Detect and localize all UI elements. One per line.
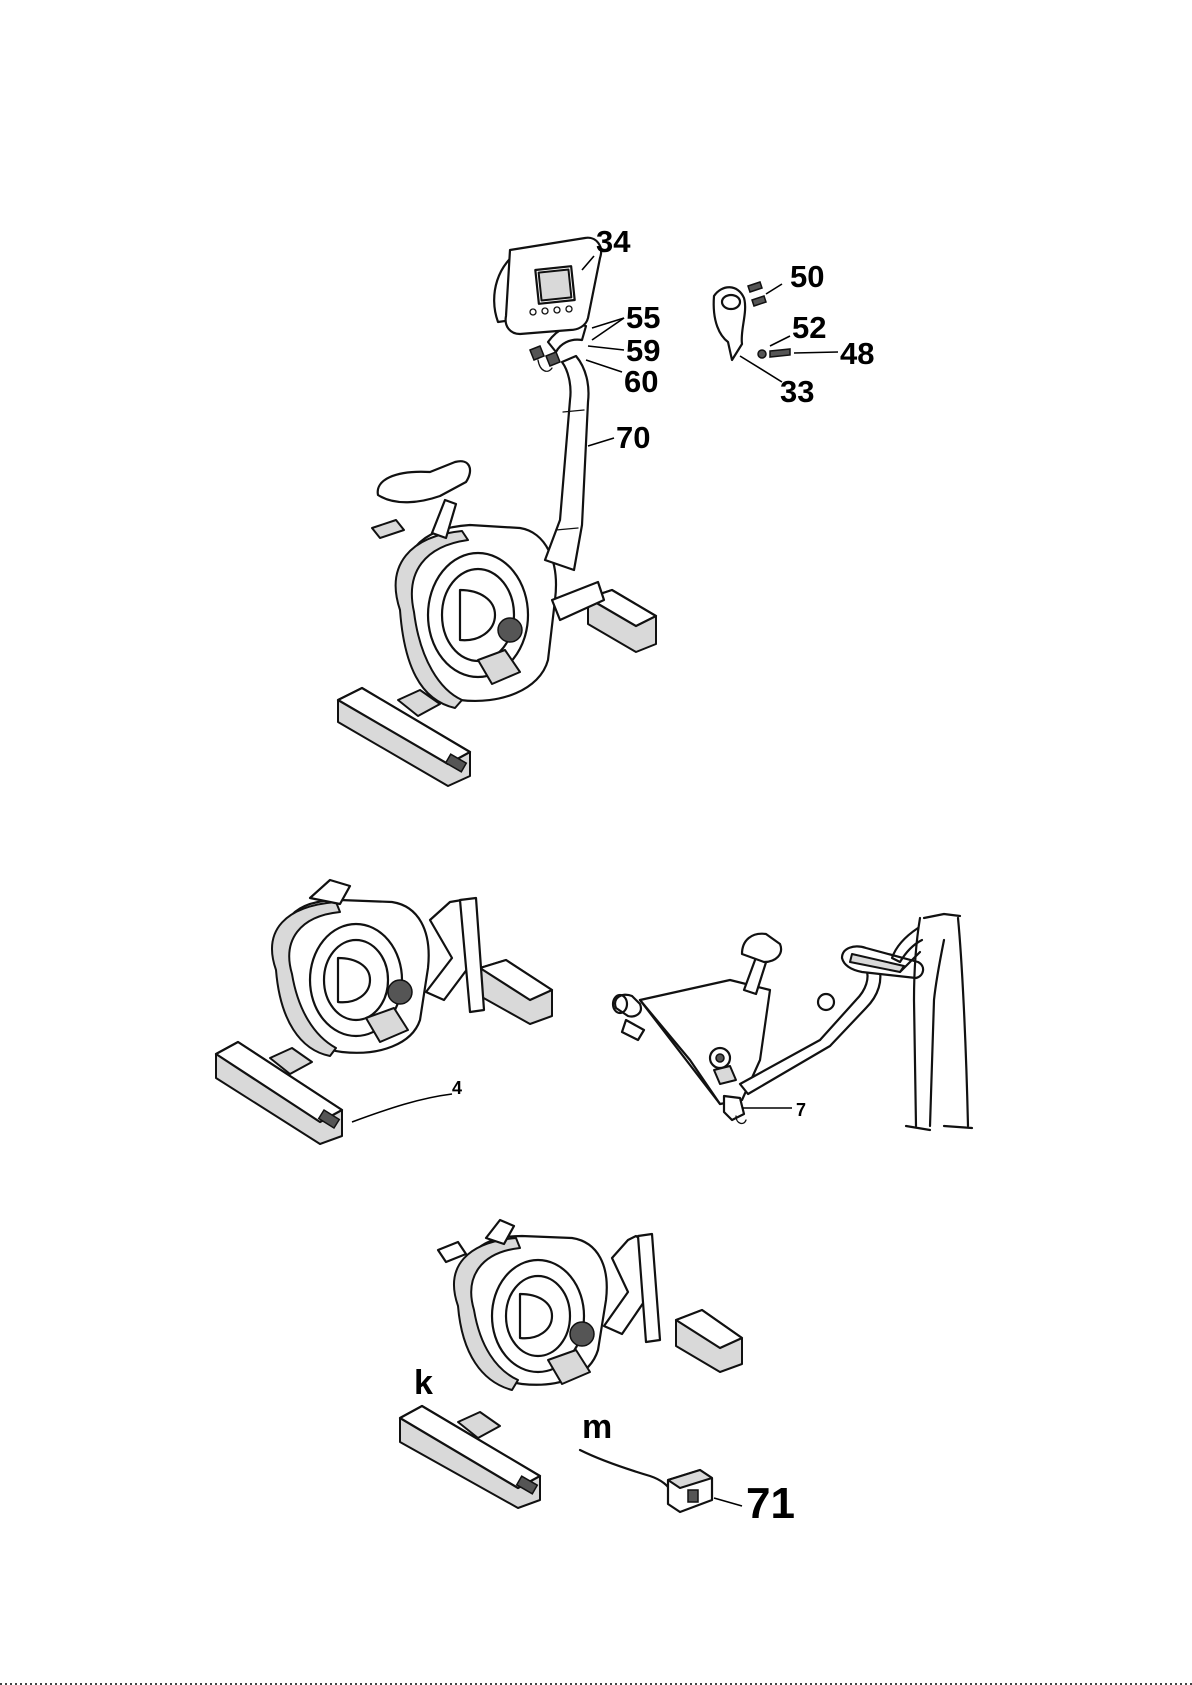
figure-1-bike: 34 55 59 60 50 52 48 33 70 <box>338 224 874 786</box>
label-71: 71 <box>746 1479 795 1528</box>
label-70: 70 <box>616 420 650 455</box>
label-4: 4 <box>452 1078 462 1098</box>
label-50: 50 <box>790 259 824 294</box>
label-48: 48 <box>840 336 874 371</box>
figure-2a-stabilizer: 4 <box>216 880 552 1144</box>
label-52: 52 <box>792 310 826 345</box>
figure-3-power: k m 71 <box>400 1220 795 1528</box>
label-33: 33 <box>780 374 814 409</box>
label-59: 59 <box>626 333 660 368</box>
label-55: 55 <box>626 300 660 335</box>
label-k: k <box>414 1364 433 1402</box>
label-7: 7 <box>796 1100 806 1120</box>
label-34: 34 <box>596 224 631 259</box>
figure-2b-transport: 7 <box>613 914 972 1130</box>
label-60: 60 <box>624 364 658 399</box>
label-m: m <box>582 1408 612 1446</box>
